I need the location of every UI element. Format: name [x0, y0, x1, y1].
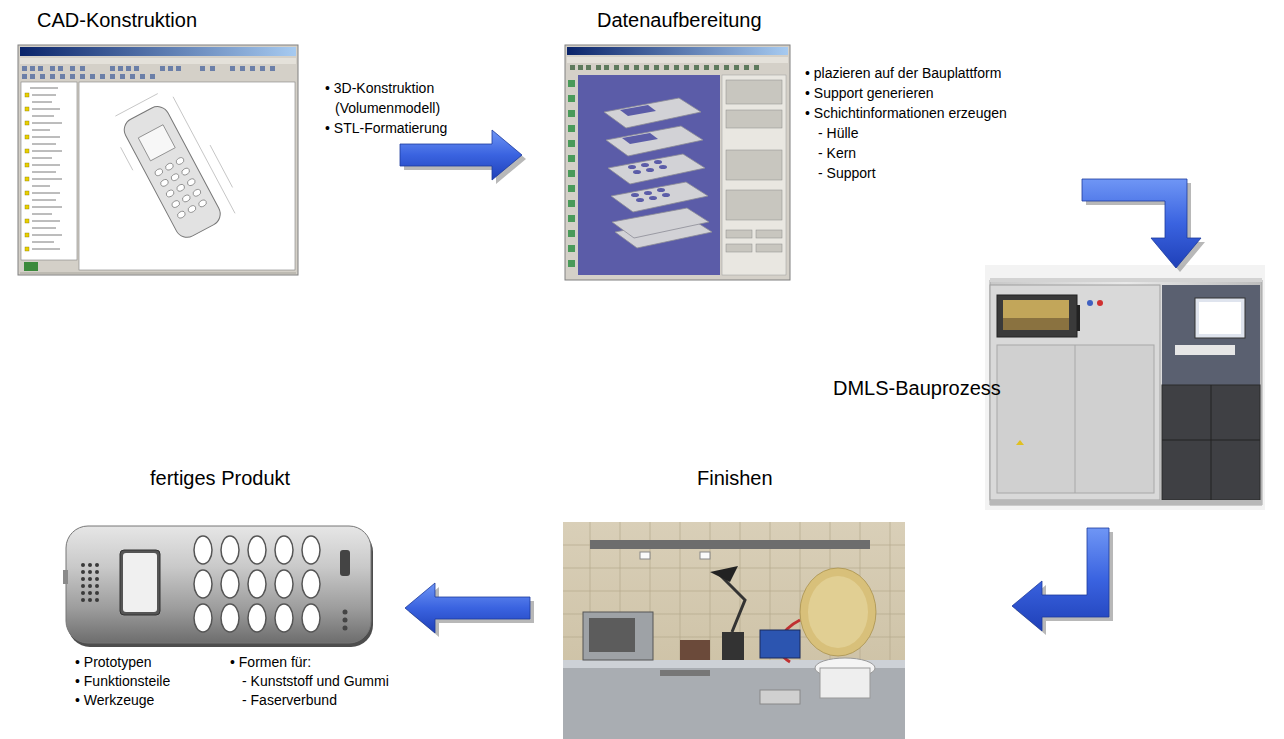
data-prep-screenshot — [565, 45, 790, 280]
cad-screenshot — [18, 45, 298, 275]
process-stage: CAD-Konstruktion• 3D-Konstruktion (Volum… — [18, 45, 298, 275]
stage-bullet: - Faserverbund — [242, 690, 337, 710]
flow-arrow — [405, 583, 534, 637]
stage-bullet: - Support — [818, 163, 876, 183]
process-stage: fertiges Produkt• Prototypen• Funktionst… — [65, 522, 375, 650]
arrow-body — [400, 130, 522, 180]
stage-bullet: • Funktionsteile — [75, 671, 170, 691]
stage-bullet: • Formen für: — [230, 652, 311, 672]
stage-bullet: • Prototypen — [75, 652, 152, 672]
flow-arrow — [1012, 528, 1113, 635]
stage-bullet: • STL-Formatierung — [325, 118, 475, 138]
stage-heading: DMLS-Bauprozess — [833, 376, 1001, 400]
stage-bullet: • plazieren auf der Bauplattform — [805, 63, 1001, 83]
stage-bullet: - Hülle — [818, 123, 858, 143]
stage-bullet: • Schichtinformationen erzeugen — [805, 103, 1007, 123]
product-photo — [63, 526, 373, 647]
stage-bullet: • Support generieren — [805, 83, 934, 103]
process-stage: DMLS-Bauprozess — [985, 265, 1265, 510]
stage-bullet: - Kunststoff und Gummi — [242, 671, 389, 691]
arrow-body — [1012, 528, 1109, 631]
arrow-body — [405, 583, 530, 633]
stage-bullet: - Kern — [818, 143, 856, 163]
stage-heading: CAD-Konstruktion — [37, 8, 197, 32]
arrow-body — [1082, 179, 1201, 268]
stage-heading: Finishen — [697, 466, 773, 490]
dmls-machine — [985, 265, 1265, 510]
flow-arrow — [1082, 179, 1205, 272]
stage-heading: fertiges Produkt — [150, 466, 290, 490]
stage-heading: Datenaufbereitung — [597, 8, 762, 32]
stage-bullet: • 3D-Konstruktion (Volumenmodell) — [325, 78, 475, 118]
process-stage: Datenaufbereitung• plazieren auf der Bau… — [565, 45, 790, 280]
flow-arrow — [400, 130, 526, 184]
stage-bullet: • Werkzeuge — [75, 690, 154, 710]
process-stage: Finishen — [563, 522, 905, 739]
finishing-photo — [563, 522, 905, 739]
